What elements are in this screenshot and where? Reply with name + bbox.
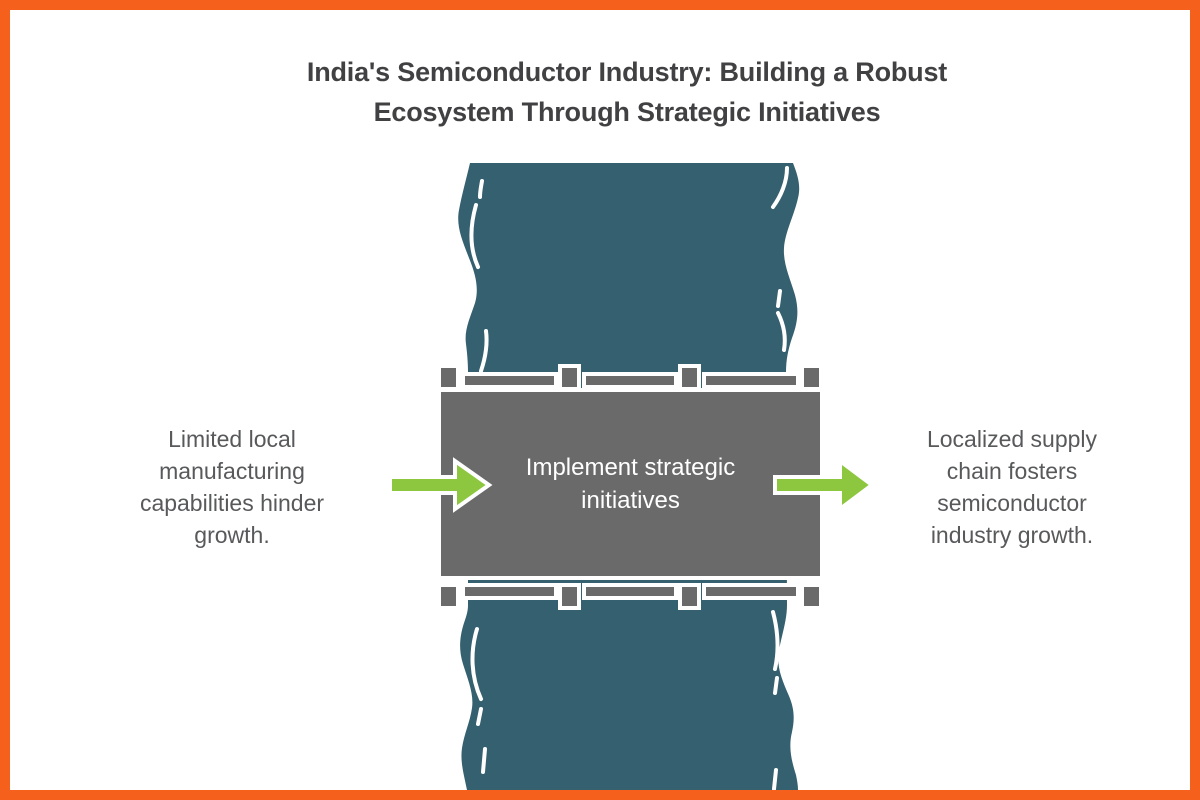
problem-label: Limited local manufacturing capabilities…	[107, 423, 357, 551]
bridge-rail	[582, 372, 678, 389]
problem-label-line: manufacturing	[159, 458, 305, 484]
problem-label-line: growth.	[194, 522, 270, 548]
flow-mark	[481, 747, 487, 774]
flow-mark	[771, 166, 789, 209]
flow-mark	[776, 289, 782, 308]
bridge-post	[558, 364, 581, 391]
flow-mark	[470, 627, 483, 701]
bridge-rail	[582, 583, 678, 600]
bridge-rail	[461, 372, 558, 389]
bridge-post	[678, 583, 701, 610]
flow-mark	[773, 676, 779, 695]
arrow-right-icon	[773, 457, 876, 513]
flow-mark	[476, 707, 483, 726]
bridge-post	[437, 364, 460, 391]
outcome-label-line: chain fosters	[946, 458, 1078, 484]
flow-mark	[771, 610, 780, 671]
action-label-line: initiatives	[581, 487, 680, 514]
bridge-post	[800, 583, 823, 610]
outcome-label-line: Localized supply	[926, 426, 1098, 452]
bridge-rail	[702, 372, 800, 389]
flow-mark	[478, 179, 484, 199]
problem-label-line: capabilities hinder	[139, 490, 325, 516]
title-line-2: Ecosystem Through Strategic Initiatives	[373, 97, 881, 127]
title-line-1: India's Semiconductor Industry: Building…	[306, 57, 948, 87]
outcome-label-line: semiconductor	[937, 490, 1087, 516]
outcome-label: Localized supply chain fosters semicondu…	[887, 423, 1137, 551]
flow-mark	[776, 311, 787, 352]
flow-mark	[469, 203, 480, 269]
action-label: Implement strategic initiatives	[439, 390, 822, 578]
outcome-label-line: industry growth.	[930, 522, 1094, 548]
arrow-right-icon	[388, 457, 493, 513]
flow-mark	[772, 768, 778, 791]
bridge-rail	[702, 583, 800, 600]
flow-arrows	[388, 457, 876, 513]
flow-mark	[479, 329, 489, 373]
bridge-post	[437, 583, 460, 610]
bridge-post	[558, 583, 581, 610]
water-flow-marks	[469, 166, 789, 791]
problem-label-line: Limited local	[168, 426, 296, 452]
bridge-post	[678, 364, 701, 391]
bridge-post	[800, 364, 823, 391]
bridge-rail	[461, 583, 558, 600]
action-label-line: Implement strategic	[525, 454, 736, 481]
diagram-title: India's Semiconductor Industry: Building…	[127, 52, 1127, 132]
